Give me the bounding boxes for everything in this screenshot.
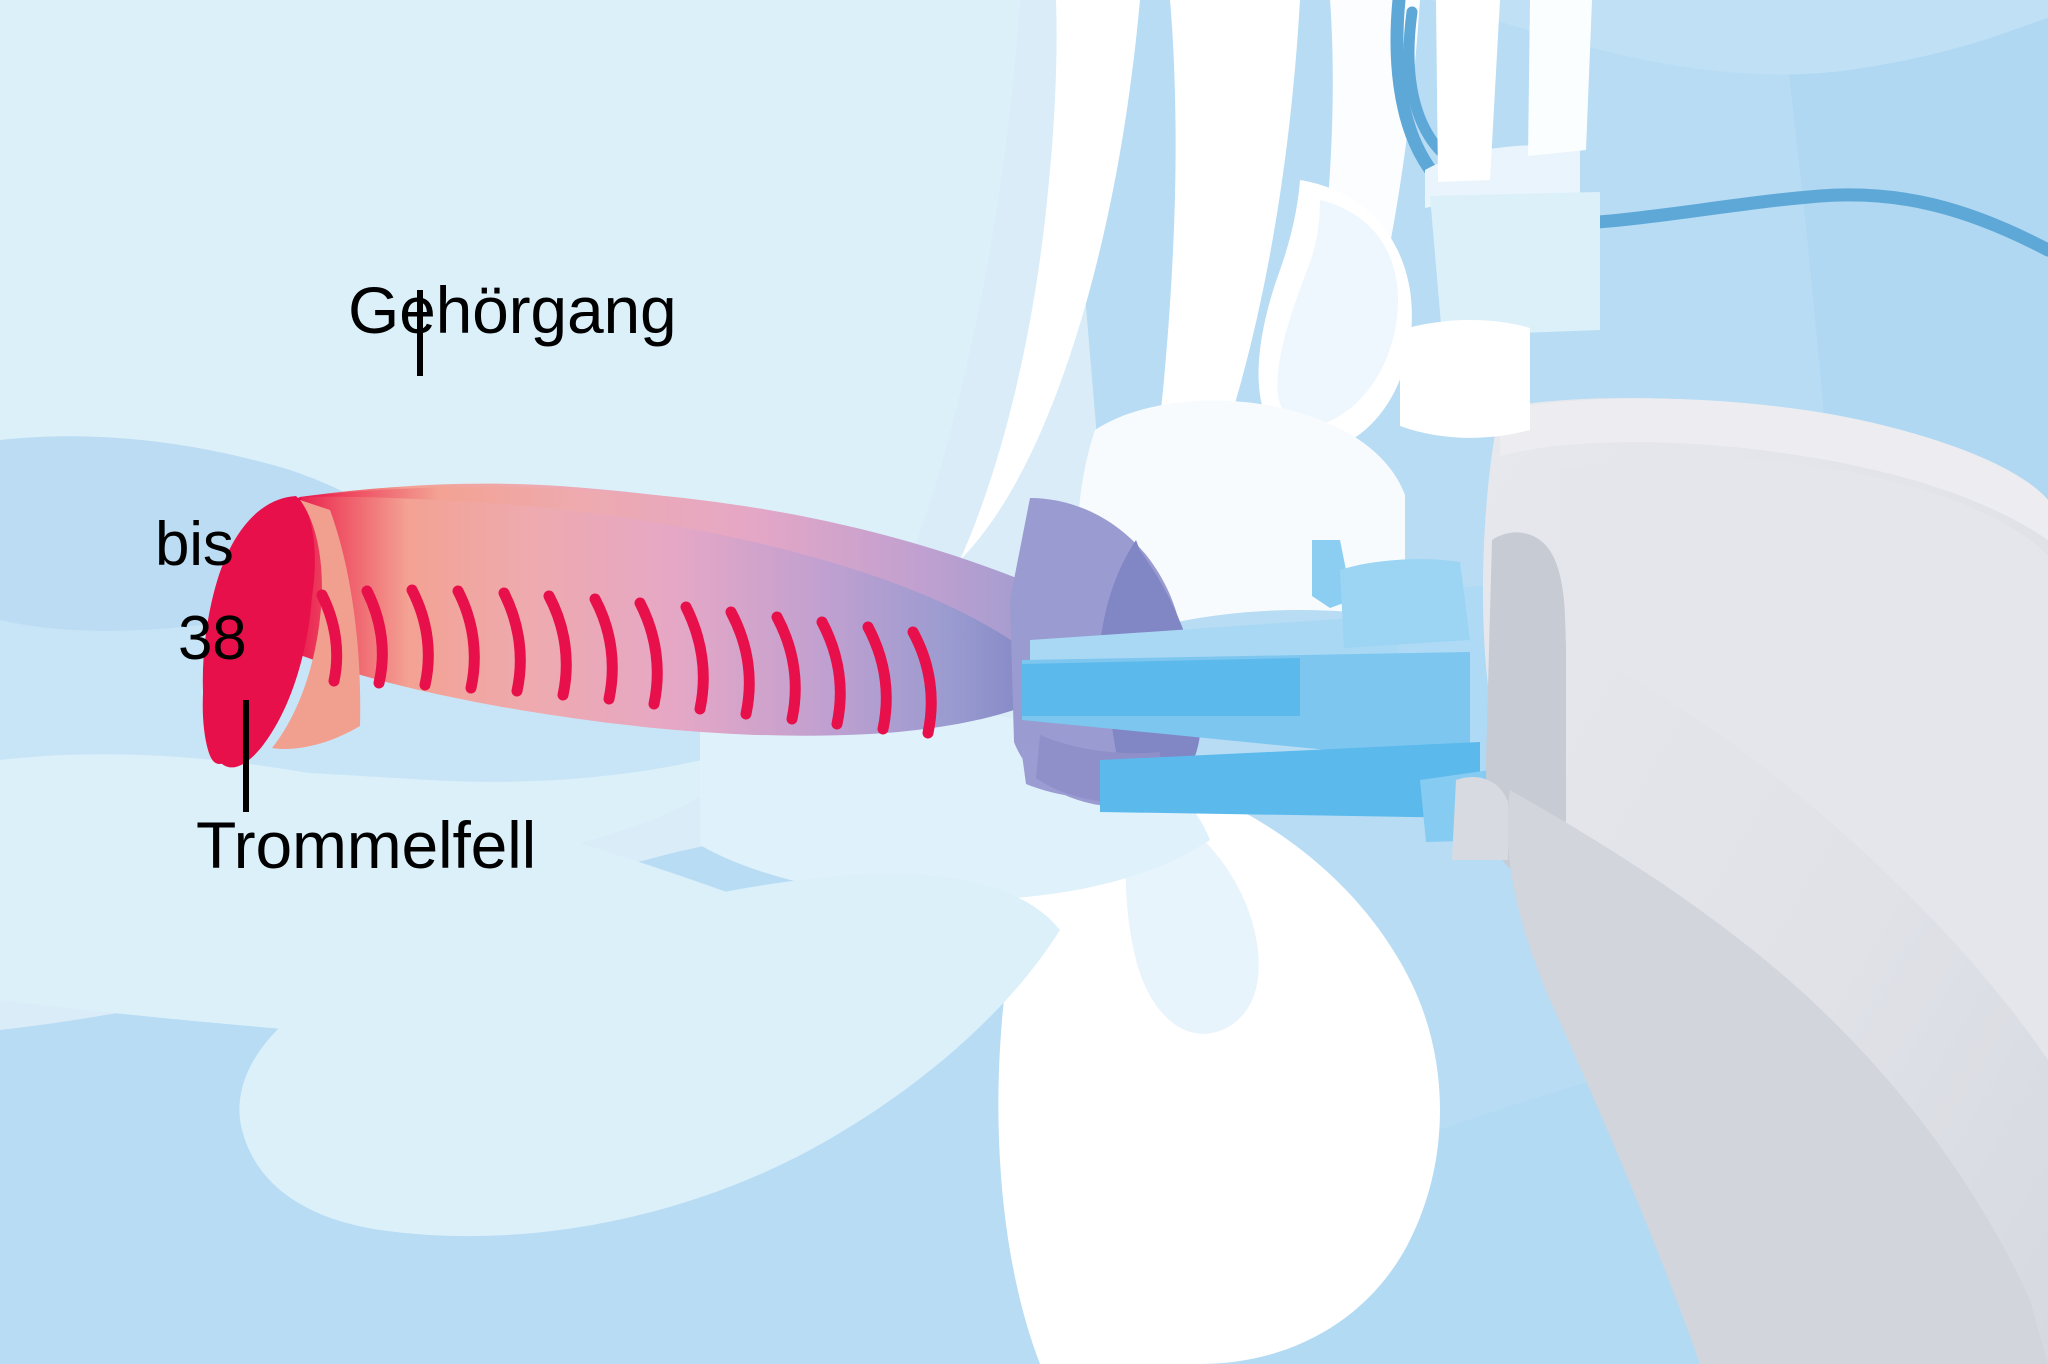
- ear-helix-gap: [1430, 192, 1600, 336]
- label-temperature-value: 38: [178, 604, 247, 673]
- thermometer-probe-tip: [1022, 658, 1300, 716]
- ear-cartilage-upper-left: [960, 0, 1140, 560]
- thermometer-probe-shelf: [1100, 742, 1480, 818]
- label-ear-canal: Gehörgang: [348, 273, 677, 347]
- ear-helix-lower-white: [1400, 319, 1530, 438]
- eardrum-bulge: [202, 496, 313, 768]
- eardrum-salmon-transition: [272, 500, 361, 750]
- thermometer-body-nub: [1452, 776, 1508, 860]
- thermometer-body-bevel: [1500, 398, 2048, 540]
- ear-cartilage-helix: [1056, 0, 1300, 615]
- thermometer-body-shadow-left: [1486, 532, 1566, 875]
- thermometer-body-face: [1560, 457, 2048, 1060]
- ear-helix-white-strip-b: [1528, 0, 1592, 156]
- background-lower-mid-pale: [239, 874, 1061, 1237]
- label-temperature-prefix: bis: [155, 510, 234, 579]
- thermometer-probe-collar: [1340, 559, 1470, 648]
- ear-canal-ridges: [316, 584, 937, 739]
- ear-conch-shading: [1277, 200, 1398, 426]
- ear-lobe-mass: [998, 766, 1440, 1364]
- thermometer-body-shadow-lower: [1507, 790, 2048, 1364]
- ear-helix-white-strip-a: [1436, 0, 1500, 182]
- label-eardrum: Trommelfell: [196, 808, 537, 882]
